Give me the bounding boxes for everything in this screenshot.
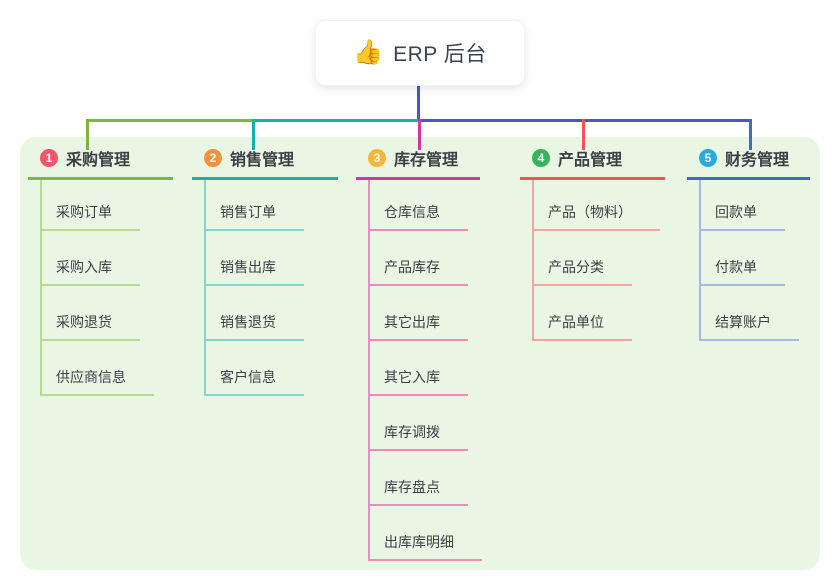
branch-finance: 5 财务管理 回款单 付款单 结算账户 bbox=[687, 146, 810, 341]
child-node[interactable]: 结算账户 bbox=[701, 286, 810, 341]
child-node[interactable]: 产品库存 bbox=[370, 231, 482, 286]
child-node[interactable]: 付款单 bbox=[701, 231, 810, 286]
child-label: 采购退货 bbox=[42, 312, 140, 341]
child-node[interactable]: 销售退货 bbox=[206, 286, 338, 341]
connector-horizontal-mid bbox=[253, 119, 419, 122]
child-node[interactable]: 库存盘点 bbox=[370, 451, 482, 506]
child-label: 付款单 bbox=[701, 257, 785, 286]
connector-drop-product bbox=[582, 119, 585, 150]
child-label: 回款单 bbox=[701, 202, 785, 231]
branch-number-badge: 1 bbox=[40, 149, 58, 167]
child-label: 产品分类 bbox=[534, 257, 632, 286]
branch-header-inventory[interactable]: 3 库存管理 bbox=[356, 146, 480, 180]
child-label: 其它入库 bbox=[370, 367, 468, 396]
branch-title: 财务管理 bbox=[725, 152, 790, 169]
child-label: 供应商信息 bbox=[42, 367, 154, 396]
child-label: 销售订单 bbox=[206, 202, 304, 231]
branch-title: 销售管理 bbox=[230, 152, 295, 169]
child-label: 销售退货 bbox=[206, 312, 304, 341]
child-node[interactable]: 销售出库 bbox=[206, 231, 338, 286]
connector-root-vertical bbox=[417, 84, 420, 121]
child-node[interactable]: 采购退货 bbox=[42, 286, 173, 341]
child-label: 其它出库 bbox=[370, 312, 468, 341]
branch-header-product[interactable]: 4 产品管理 bbox=[520, 146, 665, 180]
branch-product: 4 产品管理 产品（物料） 产品分类 产品单位 bbox=[520, 146, 665, 341]
branch-children: 产品（物料） 产品分类 产品单位 bbox=[532, 180, 665, 341]
child-node[interactable]: 采购入库 bbox=[42, 231, 173, 286]
branch-title: 产品管理 bbox=[558, 152, 623, 169]
child-label: 采购入库 bbox=[42, 257, 140, 286]
child-label: 客户信息 bbox=[206, 367, 304, 396]
branch-purchase: 1 采购管理 采购订单 采购入库 采购退货 供应商信息 bbox=[28, 146, 173, 396]
branch-title: 采购管理 bbox=[66, 152, 131, 169]
child-node[interactable]: 产品单位 bbox=[534, 286, 665, 341]
child-label: 仓库信息 bbox=[370, 202, 468, 231]
child-node[interactable]: 销售订单 bbox=[206, 180, 338, 231]
child-label: 库存盘点 bbox=[370, 477, 468, 506]
child-label: 库存调拨 bbox=[370, 422, 468, 451]
connector-drop-sales bbox=[252, 119, 255, 150]
child-node[interactable]: 回款单 bbox=[701, 180, 810, 231]
child-node[interactable]: 客户信息 bbox=[206, 341, 338, 396]
branch-number-badge: 4 bbox=[532, 149, 550, 167]
branch-sales: 2 销售管理 销售订单 销售出库 销售退货 客户信息 bbox=[192, 146, 338, 396]
branch-number-badge: 3 bbox=[368, 149, 386, 167]
branch-children: 回款单 付款单 结算账户 bbox=[699, 180, 810, 341]
child-node[interactable]: 产品分类 bbox=[534, 231, 665, 286]
branch-children: 仓库信息 产品库存 其它出库 其它入库 库存调拨 库存盘点 出库库明细 bbox=[368, 180, 482, 561]
child-node[interactable]: 供应商信息 bbox=[42, 341, 173, 396]
root-label: ERP 后台 bbox=[393, 43, 487, 66]
branch-header-finance[interactable]: 5 财务管理 bbox=[687, 146, 810, 180]
branch-children: 销售订单 销售出库 销售退货 客户信息 bbox=[204, 180, 338, 396]
branch-header-sales[interactable]: 2 销售管理 bbox=[192, 146, 338, 180]
connector-drop-finance bbox=[749, 119, 752, 150]
branch-children: 采购订单 采购入库 采购退货 供应商信息 bbox=[40, 180, 173, 396]
connector-horizontal-right bbox=[419, 119, 752, 122]
thumbs-up-icon: 👍 bbox=[353, 39, 384, 66]
branch-number-badge: 2 bbox=[204, 149, 222, 167]
connector-drop-purchase bbox=[86, 119, 89, 150]
child-node[interactable]: 其它出库 bbox=[370, 286, 482, 341]
connector-horizontal-left bbox=[86, 119, 253, 122]
child-node[interactable]: 其它入库 bbox=[370, 341, 482, 396]
branch-header-purchase[interactable]: 1 采购管理 bbox=[28, 146, 173, 180]
branch-inventory: 3 库存管理 仓库信息 产品库存 其它出库 其它入库 库存调拨 库存盘点 出库库… bbox=[356, 146, 482, 561]
branch-title: 库存管理 bbox=[394, 152, 459, 169]
child-label: 出库库明细 bbox=[370, 532, 482, 561]
branches-panel bbox=[20, 137, 820, 570]
child-label: 销售出库 bbox=[206, 257, 304, 286]
child-label: 产品库存 bbox=[370, 257, 468, 286]
child-label: 产品单位 bbox=[534, 312, 632, 341]
child-node[interactable]: 出库库明细 bbox=[370, 506, 482, 561]
child-node[interactable]: 仓库信息 bbox=[370, 180, 482, 231]
child-node[interactable]: 产品（物料） bbox=[534, 180, 665, 231]
child-node[interactable]: 采购订单 bbox=[42, 180, 173, 231]
branch-number-badge: 5 bbox=[699, 149, 717, 167]
root-node[interactable]: 👍 ERP 后台 bbox=[315, 20, 525, 86]
child-label: 采购订单 bbox=[42, 202, 140, 231]
connector-drop-inventory bbox=[418, 119, 421, 150]
child-node[interactable]: 库存调拨 bbox=[370, 396, 482, 451]
child-label: 结算账户 bbox=[701, 312, 799, 341]
child-label: 产品（物料） bbox=[534, 202, 660, 231]
